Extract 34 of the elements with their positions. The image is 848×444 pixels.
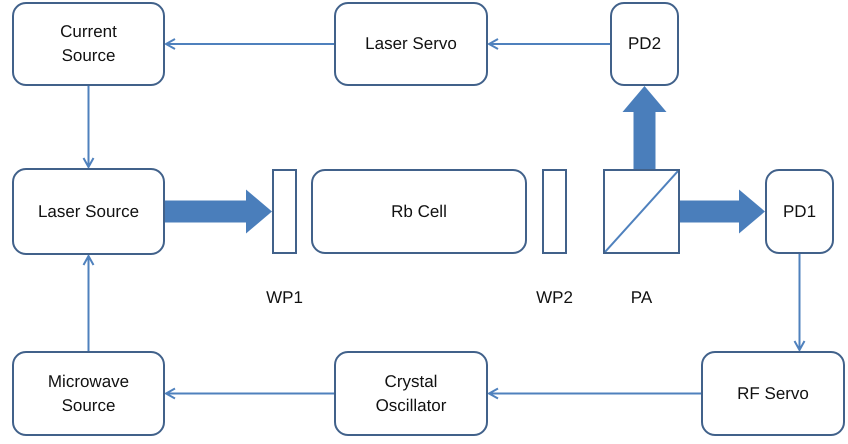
- node-label: PD1: [782, 200, 816, 223]
- arrow: [165, 190, 272, 234]
- node-label: Laser Source: [38, 200, 140, 223]
- node-label: Laser Servo: [365, 33, 457, 56]
- process-box: [12, 168, 165, 255]
- component-label: WP1: [266, 288, 303, 308]
- process-box: [311, 169, 527, 254]
- node-label: Crystal Oscillator: [374, 370, 448, 416]
- waveplate-box: [272, 169, 297, 254]
- node-label: Rb Cell: [391, 200, 447, 223]
- arrow: [82, 255, 94, 351]
- waveplate-box: [542, 169, 567, 254]
- component-label: PA: [630, 288, 652, 308]
- component-label: WP2: [536, 288, 573, 308]
- process-box: [12, 2, 165, 86]
- polarizer-box: [603, 169, 680, 254]
- process-box: [610, 2, 679, 86]
- arrow: [82, 86, 94, 168]
- process-box: [765, 169, 834, 254]
- process-box: [334, 351, 488, 436]
- arrow: [680, 190, 765, 234]
- node-label: Microwave Source: [46, 370, 130, 416]
- process-box: [334, 2, 488, 86]
- arrow: [488, 388, 701, 400]
- arrow: [794, 254, 806, 351]
- node-label: PD2: [628, 33, 662, 56]
- process-box: [12, 351, 165, 436]
- arrow: [488, 38, 610, 50]
- arrow: [165, 388, 334, 400]
- arrow: [622, 86, 666, 169]
- arrow: [165, 38, 334, 50]
- node-label: RF Servo: [737, 382, 809, 405]
- process-box: [701, 351, 845, 436]
- node-label: Current Source: [59, 21, 118, 67]
